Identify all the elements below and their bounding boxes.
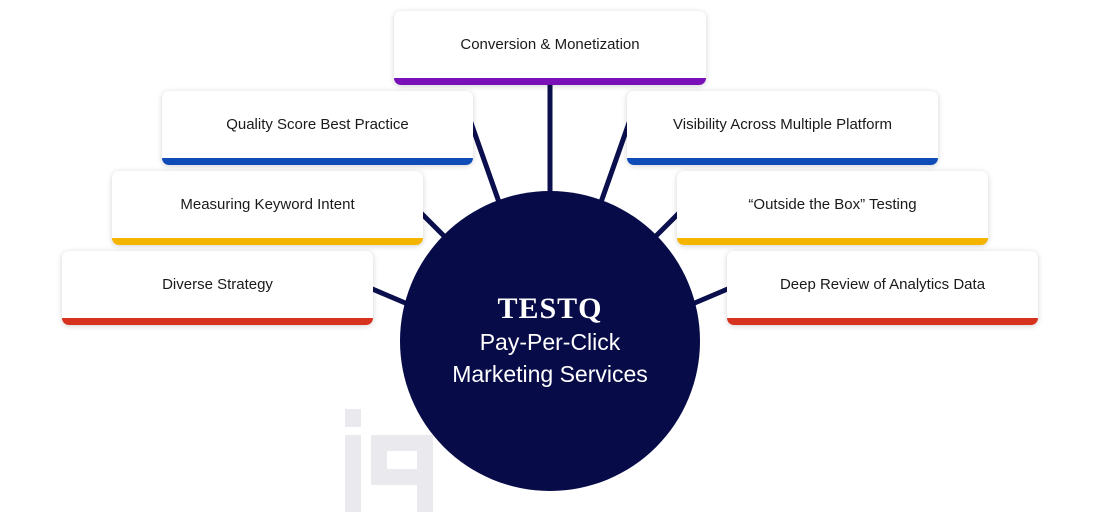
card-accent-bar bbox=[677, 238, 988, 245]
card-conversion-monetization: Conversion & Monetization bbox=[394, 11, 706, 85]
card-label: Visibility Across Multiple Platform bbox=[673, 115, 892, 133]
card-outside-box-testing: “Outside the Box” Testing bbox=[677, 171, 988, 245]
hub-subtitle-line1: Pay-Per-Click bbox=[479, 329, 621, 355]
central-hub-circle: TESTQ Pay-Per-Click Marketing Services bbox=[400, 191, 700, 491]
card-diverse-strategy: Diverse Strategy bbox=[62, 251, 373, 325]
card-quality-score: Quality Score Best Practice bbox=[162, 91, 473, 165]
hub-subtitle-line2: Marketing Services bbox=[452, 361, 648, 387]
card-accent-bar bbox=[394, 78, 706, 85]
card-visibility-platforms: Visibility Across Multiple Platform bbox=[627, 91, 938, 165]
card-accent-bar bbox=[727, 318, 1038, 325]
card-accent-bar bbox=[627, 158, 938, 165]
card-accent-bar bbox=[62, 318, 373, 325]
card-analytics-review: Deep Review of Analytics Data bbox=[727, 251, 1038, 325]
card-label: Quality Score Best Practice bbox=[226, 115, 409, 133]
card-label: Diverse Strategy bbox=[162, 275, 273, 293]
connector-quality-score bbox=[467, 119, 503, 206]
connector-analytics bbox=[689, 285, 731, 308]
hub-brand-title: TESTQ bbox=[497, 292, 603, 325]
card-label: Deep Review of Analytics Data bbox=[779, 275, 986, 293]
logo-watermark bbox=[345, 409, 433, 512]
card-accent-bar bbox=[112, 238, 423, 245]
card-label: Measuring Keyword Intent bbox=[180, 195, 355, 213]
card-label: “Outside the Box” Testing bbox=[748, 195, 917, 213]
connector-visibility bbox=[597, 119, 633, 206]
card-accent-bar bbox=[162, 158, 473, 165]
card-keyword-intent: Measuring Keyword Intent bbox=[112, 171, 423, 245]
connector-diverse-strategy bbox=[369, 285, 411, 308]
card-label: Conversion & Monetization bbox=[460, 35, 640, 53]
